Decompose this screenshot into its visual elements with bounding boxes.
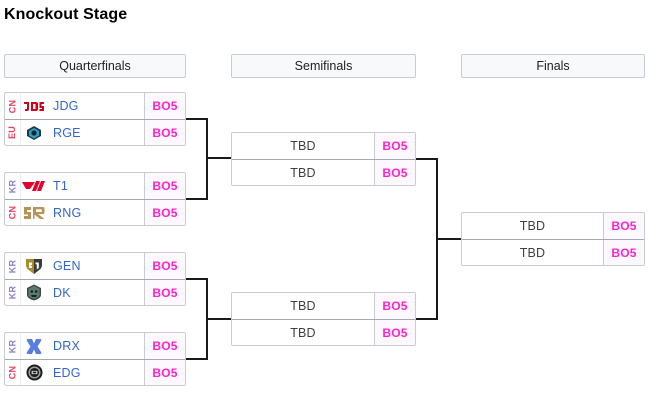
match-quarterfinal-2[interactable]: KR T1 BO5 CN RNG BO5 — [4, 172, 186, 226]
page-title: Knockout Stage — [4, 6, 128, 23]
table-row[interactable]: TBD BO5 — [232, 159, 415, 185]
connector-sf1-out — [416, 158, 438, 160]
t1-logo — [21, 173, 47, 199]
series-format-badge: BO5 — [144, 360, 185, 385]
table-row[interactable]: TBD BO5 — [232, 319, 415, 345]
connector-into-finals — [436, 238, 462, 240]
round-header-semifinals: Semifinals — [231, 54, 416, 78]
region-label-kr: KR — [5, 280, 21, 305]
series-format-badge: BO5 — [374, 293, 415, 319]
connector-qf-pair1-vertical — [206, 118, 208, 200]
region-label-kr: KR — [5, 253, 21, 279]
connector-qf3-out — [186, 278, 208, 280]
region-label-cn: CN — [5, 93, 21, 119]
team-name-link[interactable]: RGE — [53, 125, 81, 140]
gen-logo — [21, 253, 47, 279]
connector-into-sf1 — [206, 157, 232, 159]
series-format-badge: BO5 — [374, 133, 415, 159]
team-name-placeholder: TBD — [519, 245, 546, 260]
team-name-placeholder: TBD — [290, 325, 316, 340]
series-format-badge: BO5 — [144, 253, 185, 279]
round-header-label: Semifinals — [294, 59, 353, 73]
table-row[interactable]: EU RGE BO5 — [5, 119, 185, 145]
region-label-cn: CN — [5, 200, 21, 225]
region-label-kr: KR — [5, 333, 21, 359]
region-label-kr: KR — [5, 173, 21, 199]
round-header-label: Quarterfinals — [59, 59, 131, 73]
region-label-eu: EU — [5, 120, 21, 145]
team-name-link[interactable]: T1 — [53, 179, 68, 193]
region-label-cn: CN — [5, 360, 21, 385]
series-format-badge: BO5 — [603, 213, 644, 239]
table-row[interactable]: KR GEN BO5 — [5, 253, 185, 279]
connector-qf2-out — [186, 198, 208, 200]
match-semifinal-1[interactable]: TBD BO5 TBD BO5 — [231, 132, 416, 186]
match-semifinal-2[interactable]: TBD BO5 TBD BO5 — [231, 292, 416, 346]
team-name-placeholder: TBD — [290, 139, 316, 153]
series-format-badge: BO5 — [144, 333, 185, 359]
table-row[interactable]: TBD BO5 — [462, 239, 644, 265]
team-name-link[interactable]: DK — [53, 285, 71, 300]
team-name-placeholder: TBD — [290, 299, 316, 313]
team-name-link[interactable]: DRX — [53, 339, 80, 353]
team-name-link[interactable]: RNG — [53, 205, 82, 220]
rng-logo — [21, 200, 47, 225]
table-row[interactable]: TBD BO5 — [462, 213, 644, 239]
team-name-link[interactable]: EDG — [53, 365, 81, 380]
jdg-logo — [21, 93, 47, 119]
table-row[interactable]: KR T1 BO5 — [5, 173, 185, 199]
series-format-badge: BO5 — [374, 320, 415, 345]
connector-qf4-out — [186, 358, 208, 360]
table-row[interactable]: TBD BO5 — [232, 293, 415, 319]
rge-logo — [21, 120, 47, 145]
drx-logo — [21, 333, 47, 359]
table-row[interactable]: CN JDG BO5 — [5, 93, 185, 119]
series-format-badge: BO5 — [144, 173, 185, 199]
round-header-quarterfinals: Quarterfinals — [4, 54, 186, 78]
connector-qf1-out — [186, 118, 208, 120]
team-name-placeholder: TBD — [290, 165, 316, 180]
team-name-link[interactable]: GEN — [53, 259, 81, 273]
round-header-label: Finals — [536, 59, 570, 73]
table-row[interactable]: CN EDG BO5 — [5, 359, 185, 385]
match-quarterfinal-1[interactable]: CN JDG BO5 EU RGE BO5 — [4, 92, 186, 146]
match-quarterfinal-3[interactable]: KR GEN BO5 KR DK BO5 — [4, 252, 186, 306]
edg-logo — [21, 360, 47, 385]
team-name-placeholder: TBD — [519, 219, 546, 233]
series-format-badge: BO5 — [144, 93, 185, 119]
round-header-finals: Finals — [461, 54, 645, 78]
series-format-badge: BO5 — [144, 200, 185, 225]
table-row[interactable]: CN RNG BO5 — [5, 199, 185, 225]
team-name-link[interactable]: JDG — [53, 99, 79, 113]
series-format-badge: BO5 — [144, 280, 185, 305]
series-format-badge: BO5 — [374, 160, 415, 185]
table-row[interactable]: TBD BO5 — [232, 133, 415, 159]
connector-into-sf2 — [206, 318, 232, 320]
match-quarterfinal-4[interactable]: KR DRX BO5 CN EDG BO5 — [4, 332, 186, 386]
series-format-badge: BO5 — [144, 120, 185, 145]
table-row[interactable]: KR DRX BO5 — [5, 333, 185, 359]
match-finals[interactable]: TBD BO5 TBD BO5 — [461, 212, 645, 266]
series-format-badge: BO5 — [603, 240, 644, 265]
table-row[interactable]: KR DK BO5 — [5, 279, 185, 305]
dk-logo — [21, 280, 47, 305]
connector-sf2-out — [416, 318, 438, 320]
